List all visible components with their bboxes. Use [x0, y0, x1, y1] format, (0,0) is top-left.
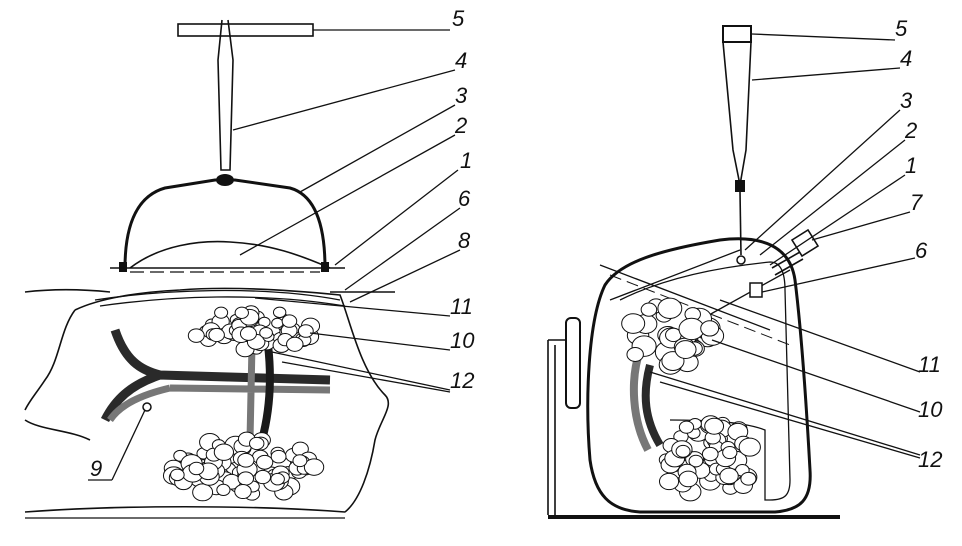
cell: [621, 313, 646, 334]
stand: [547, 339, 566, 515]
cell: [722, 445, 738, 460]
cell: [701, 446, 719, 462]
label-10: 10: [918, 397, 943, 422]
label-2: 2: [454, 113, 467, 138]
cell: [297, 324, 314, 338]
top-cap: [722, 25, 752, 43]
stand-plate: [565, 317, 581, 409]
rod: [722, 41, 752, 186]
cell: [303, 458, 325, 476]
cell: [214, 306, 229, 319]
label-7: 7: [910, 190, 923, 215]
cell: [239, 326, 257, 341]
cell: [719, 467, 739, 485]
cell: [216, 483, 231, 496]
body-outline: [24, 287, 395, 513]
label-5: 5: [895, 16, 908, 41]
cell: [187, 328, 205, 343]
label-3: 3: [455, 83, 468, 108]
label-4: 4: [900, 46, 912, 71]
label-9: 9: [90, 456, 102, 481]
cell-cluster: [187, 305, 321, 358]
vessel-gray: [107, 344, 331, 441]
label-2: 2: [904, 118, 917, 143]
label-12: 12: [918, 447, 942, 472]
right-figure: 5 4 3 2 1 7 6 11 10 12: [547, 16, 943, 519]
cell: [192, 483, 214, 502]
cell: [640, 302, 658, 317]
cell: [272, 306, 287, 319]
cell-cluster: [621, 297, 725, 375]
probe-7: [771, 228, 820, 276]
label-11: 11: [918, 352, 941, 377]
label-6: 6: [915, 238, 928, 263]
label-3: 3: [900, 88, 913, 113]
label-6: 6: [458, 186, 471, 211]
cell: [256, 454, 274, 470]
cell-cluster: [658, 415, 761, 502]
cell: [678, 420, 695, 434]
label-10: 10: [450, 328, 475, 353]
cell: [249, 436, 265, 451]
label-4: 4: [455, 48, 467, 73]
cell: [234, 306, 249, 319]
label-11: 11: [450, 294, 473, 319]
label-12: 12: [450, 368, 474, 393]
cell: [234, 484, 252, 500]
cell: [208, 327, 225, 343]
container-outline: [586, 237, 812, 514]
cell: [270, 472, 285, 486]
label-8: 8: [458, 228, 471, 253]
label-1: 1: [905, 153, 917, 178]
cell: [700, 320, 720, 337]
cell: [626, 346, 644, 362]
cell: [688, 454, 704, 468]
tissue-dome: [129, 240, 331, 269]
cell: [658, 472, 680, 491]
cell: [678, 470, 699, 488]
cell: [674, 340, 697, 359]
cell: [704, 417, 725, 435]
cell: [675, 444, 691, 458]
label-5: 5: [452, 6, 465, 31]
cell: [254, 469, 272, 485]
rod: [217, 19, 234, 171]
cell: [270, 449, 287, 464]
cell: [259, 326, 273, 339]
cell: [237, 471, 255, 486]
left-figure: 5 4 3 2 1 6 8 11 10 12 9: [24, 6, 475, 519]
cell-cluster: [162, 431, 325, 502]
cell: [738, 437, 761, 457]
cell: [281, 314, 298, 328]
cell: [740, 471, 757, 486]
cell: [170, 468, 185, 482]
cell: [271, 317, 284, 329]
cell: [657, 297, 683, 319]
point-9: [142, 402, 152, 412]
vessel-dark: [641, 363, 664, 448]
top-bar: [177, 23, 314, 37]
label-1: 1: [460, 148, 472, 173]
cell: [213, 443, 235, 461]
cell: [292, 454, 308, 468]
cell: [188, 461, 205, 476]
cell: [237, 452, 255, 468]
vessel-dark: [100, 328, 331, 423]
cell: [286, 336, 304, 352]
arch-frame: [123, 178, 327, 269]
